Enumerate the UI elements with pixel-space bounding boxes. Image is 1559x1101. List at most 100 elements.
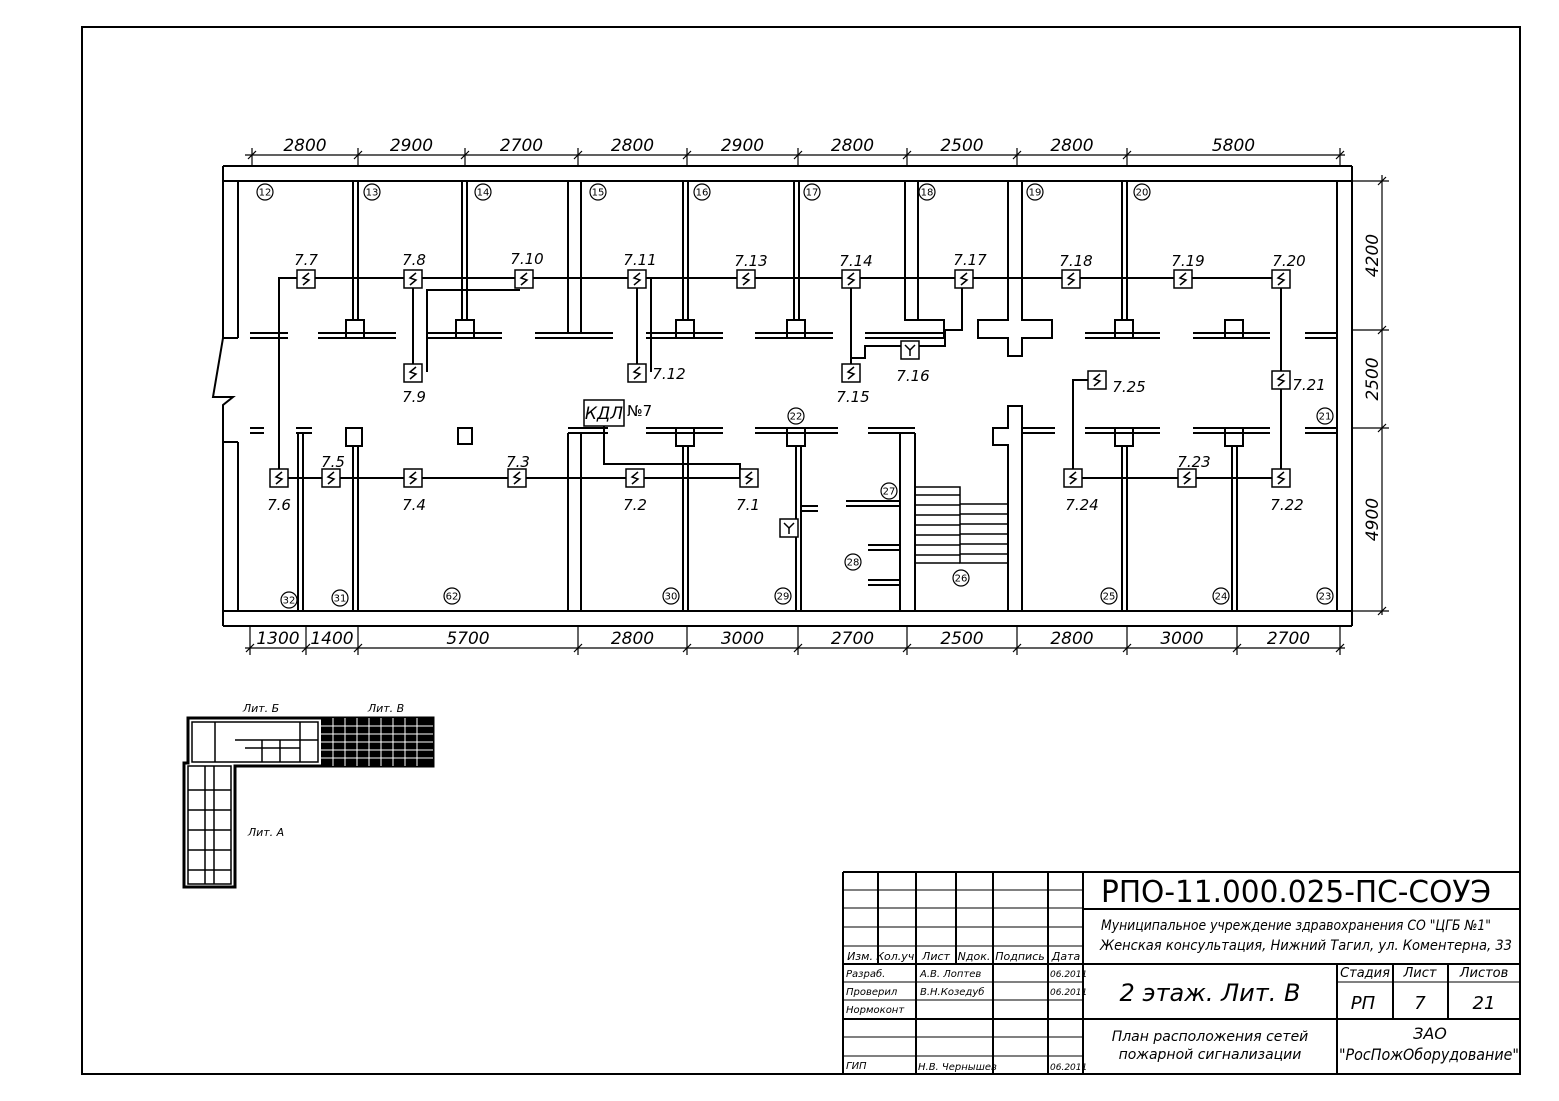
company-line-2: "РосПожОборудование": [1339, 1045, 1519, 1064]
smoke-detector-7.6[interactable]: 7.6: [267, 468, 291, 514]
dimension-label: 2700: [1267, 629, 1310, 649]
room-number-13: 13: [363, 183, 381, 201]
smoke-detector-7.8[interactable]: 7.8: [402, 251, 426, 289]
description-line-2: пожарной сигнализации: [1119, 1047, 1302, 1063]
smoke-detector-7.20[interactable]: 7.20: [1271, 252, 1306, 289]
room-number-14: 14: [474, 183, 492, 201]
sheets-value: 21: [1473, 993, 1496, 1014]
organization-line-1: Муниципальное учреждение здравохранения …: [1101, 918, 1491, 934]
stage-label: Стадия: [1340, 966, 1390, 981]
smoke-detector-7.13[interactable]: 7.13: [734, 252, 768, 289]
sheet-frame: [81, 26, 1521, 1075]
detector-layer: 7.7 7.8 7.10 7.11 7.13 7.14 7.17 7.18 7.19 7.20 7.…: [267, 250, 1326, 538]
detector-label: 7.23: [1177, 453, 1210, 471]
detector-label: 7.22: [1270, 496, 1303, 514]
dimension-label: 2800: [1050, 629, 1093, 649]
room-number-21: 21: [1316, 407, 1334, 425]
description-line-1: План расположения сетей: [1112, 1029, 1309, 1045]
smoke-detector-7.15[interactable]: 7.15: [836, 363, 870, 406]
room-number-18: 18: [918, 183, 936, 201]
room-number-16: 16: [693, 183, 711, 201]
smoke-detector-7.19[interactable]: 7.19: [1171, 252, 1205, 289]
room-number-label: 28: [847, 558, 860, 569]
smoke-detector-7.9[interactable]: 7.9: [402, 363, 426, 406]
detector-label: 7.25: [1112, 378, 1145, 396]
sheet-label: Лист: [1403, 966, 1437, 981]
drawing-code: РПО-11.000.025-ПС-СОУЭ: [1101, 875, 1491, 910]
room-number-26: 26: [952, 569, 970, 587]
building-walls: [211, 165, 1353, 627]
smoke-detector-7.4[interactable]: 7.4: [402, 468, 426, 514]
detector-label: 7.2: [623, 496, 647, 514]
detector-label: 7.13: [734, 252, 767, 270]
dimension-label: 2900: [390, 136, 433, 156]
header-list: Лист: [921, 950, 950, 963]
dimension-label: 2800: [611, 629, 654, 649]
room-number-17: 17: [803, 183, 821, 201]
dimension-label: 2800: [831, 136, 874, 156]
room-number-24: 24: [1212, 587, 1230, 605]
smoke-detector-7.24[interactable]: 7.24: [1063, 468, 1099, 514]
smoke-detector-7.7[interactable]: 7.7: [294, 251, 318, 289]
detector-label: 7.14: [839, 252, 872, 270]
dimension-label: 4200: [1363, 234, 1383, 277]
smoke-detector-7.23[interactable]: 7.23: [1177, 453, 1211, 488]
name-chief-engineer: Н.В. Чернышев: [918, 1062, 997, 1073]
header-izm: Изм.: [847, 950, 873, 963]
dimension-label: 2800: [283, 136, 326, 156]
smoke-detector-7.1[interactable]: 7.1: [736, 468, 760, 514]
header-date: Дата: [1051, 950, 1081, 963]
room-number-30: 30: [662, 587, 680, 605]
dimension-label: 2500: [940, 629, 983, 649]
room-number-31: 31: [331, 589, 349, 607]
room-number-label: 14: [477, 188, 490, 199]
detector-label: 7.11: [623, 251, 656, 269]
room-number-19: 19: [1026, 183, 1044, 201]
smoke-detector-7.11[interactable]: 7.11: [623, 251, 657, 289]
smoke-detector-7.25[interactable]: 7.25: [1087, 370, 1146, 396]
smoke-detector-7.17[interactable]: 7.17: [953, 251, 987, 289]
manual-call-point[interactable]: [779, 518, 799, 538]
detector-label: 7.12: [652, 365, 685, 383]
room-number-label: 31: [334, 594, 347, 605]
room-number-label: 25: [1103, 592, 1116, 603]
room-number-22: 22: [787, 407, 805, 425]
header-ndok: Nдок.: [958, 950, 991, 963]
smoke-detector-7.21[interactable]: 7.21: [1271, 370, 1326, 394]
smoke-detector-7.22[interactable]: 7.22: [1270, 468, 1304, 514]
detector-label: 7.4: [402, 496, 426, 514]
sheets-label: Листов: [1459, 966, 1509, 981]
dimension-label: 2700: [500, 136, 543, 156]
dimension-label: 5800: [1212, 136, 1255, 156]
detector-label: 7.16: [896, 367, 929, 385]
detector-label: 7.15: [836, 388, 869, 406]
controller-label: КДЛ: [585, 404, 623, 424]
detector-label: 7.17: [953, 251, 987, 269]
dimension-label: 2500: [1363, 357, 1383, 400]
organization-line-2: Женская консультация, Нижний Тагил, ул. …: [1099, 938, 1512, 954]
room-number-label: 20: [1136, 188, 1149, 199]
room-number-label: 29: [777, 592, 790, 603]
detector-label: 7.6: [267, 496, 291, 514]
room-number-label: 21: [1319, 412, 1332, 423]
room-number-label: 32: [283, 596, 296, 607]
controller-kdl[interactable]: КДЛ №7: [583, 399, 652, 427]
date-chief-engineer: 06.2011: [1050, 1063, 1087, 1073]
controller-number: №7: [627, 402, 652, 420]
smoke-detector-7.5[interactable]: 7.5: [321, 453, 345, 488]
smoke-detector-7.10[interactable]: 7.10: [510, 250, 544, 289]
smoke-detector-7.14[interactable]: 7.14: [839, 252, 873, 289]
staircase: [915, 486, 1008, 564]
smoke-detector-7.3[interactable]: 7.3: [506, 453, 530, 488]
stage-value: РП: [1351, 993, 1376, 1014]
detector-label: 7.19: [1171, 252, 1204, 270]
detector-label: 7.9: [402, 388, 426, 406]
detector-label: 7.8: [402, 251, 426, 269]
smoke-detector-7.18[interactable]: 7.18: [1059, 252, 1093, 289]
smoke-detector-7.2[interactable]: 7.2: [623, 468, 647, 514]
manual-call-point-7.16[interactable]: 7.16: [896, 340, 930, 385]
dimension-label: 2900: [721, 136, 764, 156]
smoke-detector-7.12[interactable]: 7.12: [627, 363, 686, 383]
